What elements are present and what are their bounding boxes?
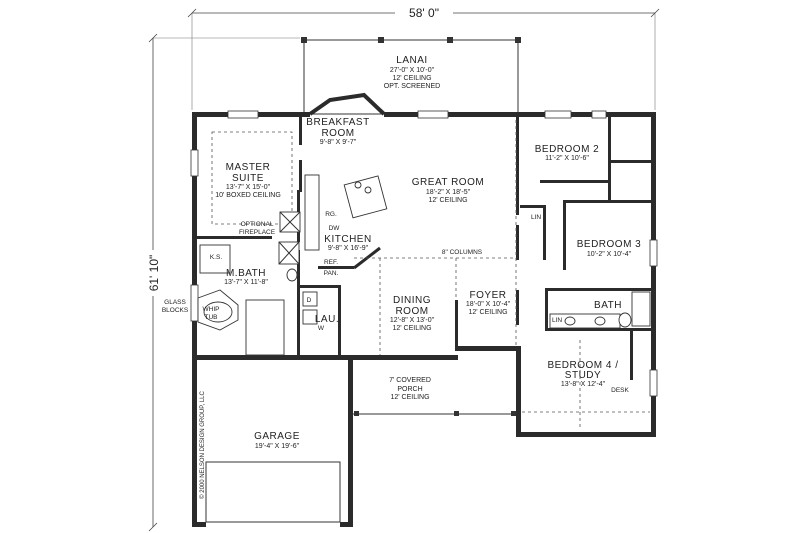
kitchen-dims: 9'-8" X 16'-9" [328, 245, 369, 252]
ks-label: K.S. [210, 254, 222, 261]
master-ceiling: 10' BOXED CEILING [215, 192, 281, 199]
rg-label: RG. [325, 211, 337, 218]
bedroom4-name-1: BEDROOM 4 / [547, 360, 618, 371]
linen-label-2: LIN [552, 317, 562, 324]
lanai-ceiling: 12' CEILING [392, 75, 431, 82]
glass-blocks-label-2: BLOCKS [162, 307, 189, 314]
bedroom4-dims: 13'-8" X 12'-4" [561, 381, 606, 388]
mbath-name: M.BATH [226, 268, 266, 279]
lanai-dims: 27'-0" X 10'-0" [390, 67, 435, 74]
dw-label: DW [329, 225, 341, 232]
porch-outline [353, 411, 516, 416]
optional-fireplace-label-1: OPTIONAL [241, 221, 274, 228]
garage-door-outline [205, 461, 341, 523]
bedroom4-name-2: STUDY [565, 370, 601, 381]
columns-label: 8" COLUMNS [442, 249, 483, 256]
dashed-boundaries [211, 120, 650, 430]
laundry-name: LAU. [315, 314, 339, 325]
porch-name-1: 7' COVERED [389, 377, 431, 384]
dryer-label: D [307, 297, 312, 304]
washer-label: W [318, 325, 325, 332]
fixtures [197, 174, 651, 356]
garage-name: GARAGE [254, 431, 300, 442]
porch-name-2: PORCH [397, 386, 422, 393]
foyer-ceiling: 12' CEILING [468, 309, 507, 316]
linen-label-1: LIN [531, 214, 541, 221]
master-name-2: SUITE [232, 173, 264, 184]
foyer-name: FOYER [470, 290, 507, 301]
pan-label: PAN. [324, 270, 339, 277]
bedroom2-name: BEDROOM 2 [535, 144, 600, 155]
width-dimension-line [187, 5, 660, 110]
bedroom3-name: BEDROOM 3 [577, 239, 642, 250]
foyer-dims: 18'-0" X 10'-4" [466, 301, 511, 308]
kitchen-name: KITCHEN [324, 234, 371, 245]
whip-tub-label-2: TUB [205, 314, 218, 321]
depth-dimension-line [144, 33, 300, 532]
depth-dimension-label: 61' 10" [147, 255, 161, 292]
dining-ceiling: 12' CEILING [392, 325, 431, 332]
whip-tub-label-1: WHIP [203, 306, 220, 313]
bedroom2-dims: 11'-2" X 10'-6" [545, 155, 589, 162]
copyright-text: © 2000 NELSON DESIGN GROUP, LLC [199, 390, 206, 498]
lanai-screened: OPT. SCREENED [384, 83, 440, 90]
window-marks [190, 110, 658, 397]
great-room-dims: 18'-2" X 18'-5" [426, 189, 471, 196]
breakfast-name-2: ROOM [321, 128, 354, 139]
dining-name-2: ROOM [395, 306, 428, 317]
glass-blocks-label-1: GLASS [164, 299, 186, 306]
bath-name: BATH [594, 300, 622, 311]
lanai-name: LANAI [396, 55, 427, 66]
great-room-ceiling: 12' CEILING [428, 197, 467, 204]
dining-name-1: DINING [393, 295, 431, 306]
ref-label: REF. [324, 259, 338, 266]
desk-label: DESK [611, 387, 629, 394]
breakfast-name-1: BREAKFAST [306, 117, 369, 128]
width-dimension-label: 58' 0" [409, 6, 439, 20]
porch-ceiling: 12' CEILING [390, 394, 429, 401]
bedroom3-dims: 10'-2" X 10'-4" [587, 251, 632, 258]
dining-dims: 12'-8" X 13'-0" [390, 317, 435, 324]
master-dims: 13'-7" X 15'-0" [226, 184, 271, 191]
garage-dims: 19'-4" X 19'-6" [255, 443, 300, 450]
master-name-1: MASTER [226, 162, 271, 173]
mbath-dims: 13'-7" X 11'-8" [224, 279, 268, 286]
breakfast-dims: 9'-8" X 9'-7" [320, 139, 357, 146]
optional-fireplace-label-2: FIREPLACE [239, 229, 276, 236]
great-room-name: GREAT ROOM [412, 177, 484, 188]
